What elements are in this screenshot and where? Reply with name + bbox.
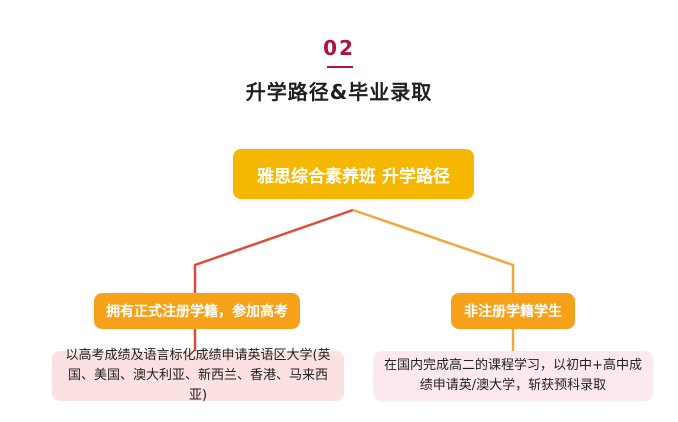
root-node: 雅思综合素养班 升学路径 <box>233 149 474 199</box>
section-number: 02 <box>323 36 355 60</box>
branch-node-registered: 拥有正式注册学籍，参加高考 <box>94 293 300 329</box>
leaf-node-registered-detail: 以高考成绩及语言标化成绩申请英语区大学(英国、美国、澳大利亚、新西兰、香港、马来… <box>52 348 344 403</box>
branch-node-unregistered: 非注册学籍学生 <box>451 293 575 329</box>
connector-right <box>352 208 515 293</box>
leaf-node-unregistered-detail: 在国内完成高二的课程学习，以初中+高中成绩申请英/澳大学，斩获预科录取 <box>373 351 653 401</box>
connector-left <box>193 208 354 293</box>
section-title: 升学路径&毕业录取 <box>245 80 433 104</box>
section-number-underline <box>327 66 353 68</box>
